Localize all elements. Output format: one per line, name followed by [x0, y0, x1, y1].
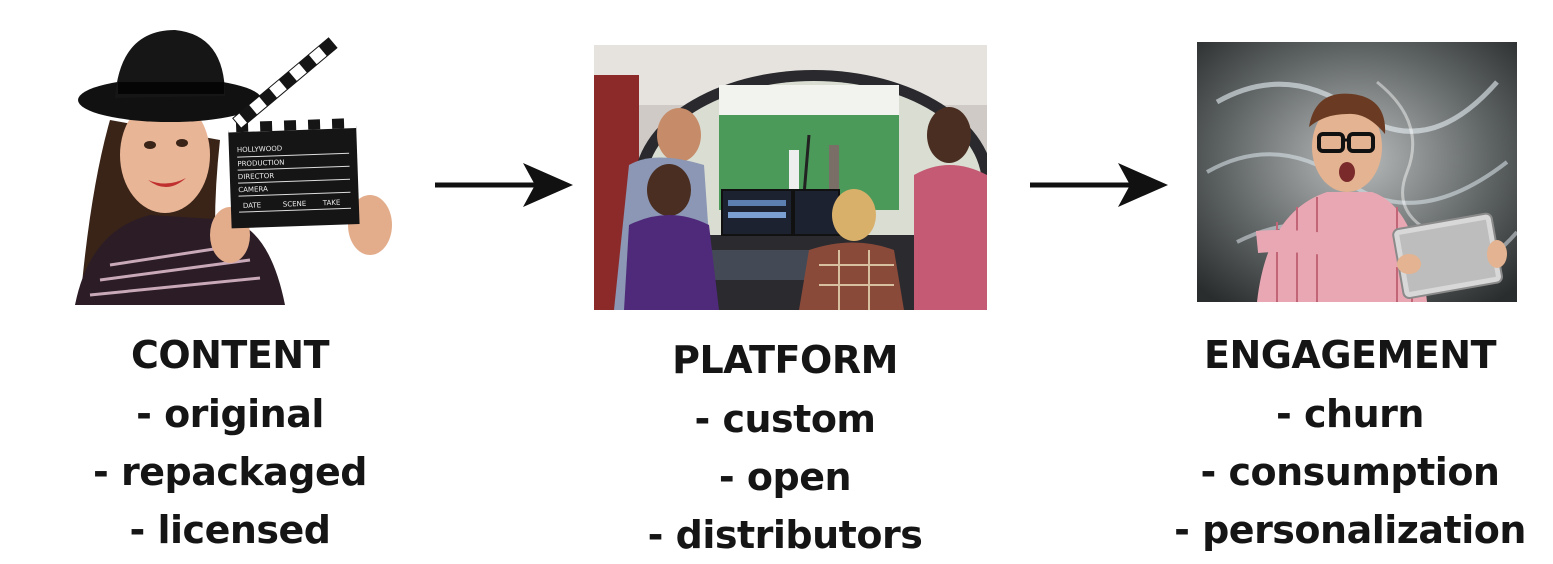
stage-title-platform: PLATFORM	[672, 338, 898, 382]
engagement-photo	[1197, 42, 1517, 302]
clapper-label-6: SCENE	[283, 200, 307, 209]
stage-item: - repackaged	[93, 450, 367, 494]
clapper-label-2: PRODUCTION	[237, 159, 284, 169]
content-photo: HOLLYWOOD PRODUCTION DIRECTOR CAMERA DAT…	[70, 30, 400, 305]
stage-title-engagement: ENGAGEMENT	[1203, 333, 1497, 377]
stage-item: - open	[718, 455, 852, 499]
stage-item: - churn	[1276, 392, 1424, 436]
arrow-right-icon	[435, 163, 573, 207]
stage-item: - personalization	[1174, 508, 1526, 552]
amazed-user-with-tablet-photo	[1197, 42, 1517, 302]
tv-studio-control-room-photo	[594, 45, 987, 310]
clapper-label-1: HOLLYWOOD	[237, 145, 283, 155]
stage-item: - custom	[694, 397, 876, 441]
stage-item: - licensed	[129, 508, 332, 552]
stage-item: - consumption	[1200, 450, 1500, 494]
clapper-label-4: CAMERA	[238, 185, 268, 194]
clapper-label-3: DIRECTOR	[238, 172, 275, 181]
platform-photo	[594, 45, 987, 310]
content-stage-text: CONTENT - original - repackaged - licens…	[30, 325, 430, 559]
clapper-label-7: TAKE	[322, 199, 341, 208]
platform-stage-text: PLATFORM - custom - open - distributors	[585, 330, 985, 564]
arrow-right-icon	[1030, 163, 1168, 207]
filmmaker-with-clapperboard-photo: HOLLYWOOD PRODUCTION DIRECTOR CAMERA DAT…	[70, 30, 400, 305]
stage-item: - original	[136, 392, 324, 436]
clapper-label-5: DATE	[243, 201, 261, 210]
engagement-stage-text: ENGAGEMENT - churn - consumption - perso…	[1150, 325, 1550, 559]
stage-title-content: CONTENT	[130, 333, 330, 377]
stage-item: - distributors	[647, 513, 923, 557]
